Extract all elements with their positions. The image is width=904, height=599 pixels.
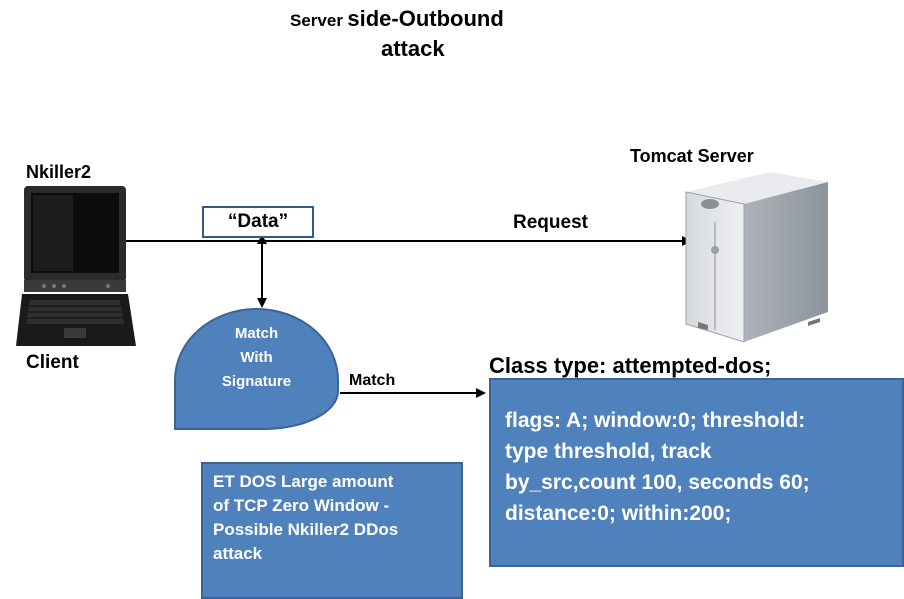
request-label: Request [513,212,588,233]
rule-line-4: distance:0; within:200; [505,502,732,525]
diagram-title-line1: Server side-Outbound [290,6,504,32]
alert-line-1: ET DOS Large amount [213,472,394,491]
rule-line-1: flags: A; window:0; threshold: [505,409,806,432]
signature-shape [174,308,339,430]
signature-text: Match With Signature [174,322,339,394]
client-name-label: Nkiller2 [26,162,92,182]
server-tower-icon [678,162,838,357]
rule-options-box: flags: A; window:0; threshold: type thre… [489,378,904,567]
title-side-outbound: side-Outbound [347,6,504,31]
data-box: “Data” [202,206,314,238]
alert-line-4: attack [213,544,263,563]
server-label: Tomcat Server [630,146,754,166]
signature-line-3: Signature [221,373,292,390]
match-label: Match [349,372,396,389]
diagram-title-line2: attack [381,36,445,61]
rule-line-2: type threshold, track [505,440,712,463]
rule-line-3: by_src,count 100, seconds 60; [505,471,810,494]
alert-line-3: Possible Nkiller2 DDos [213,520,399,539]
signature-line-2: With [240,349,273,366]
laptop-icon [16,186,141,357]
class-type-label: Class type: attempted-dos; [489,353,772,378]
client-label: Client [26,352,79,373]
alert-message-box: ET DOS Large amount of TCP Zero Window -… [201,462,463,599]
alert-line-2: of TCP Zero Window - [213,496,390,515]
signature-line-1: Match [234,325,279,342]
title-server: Server [290,11,343,30]
